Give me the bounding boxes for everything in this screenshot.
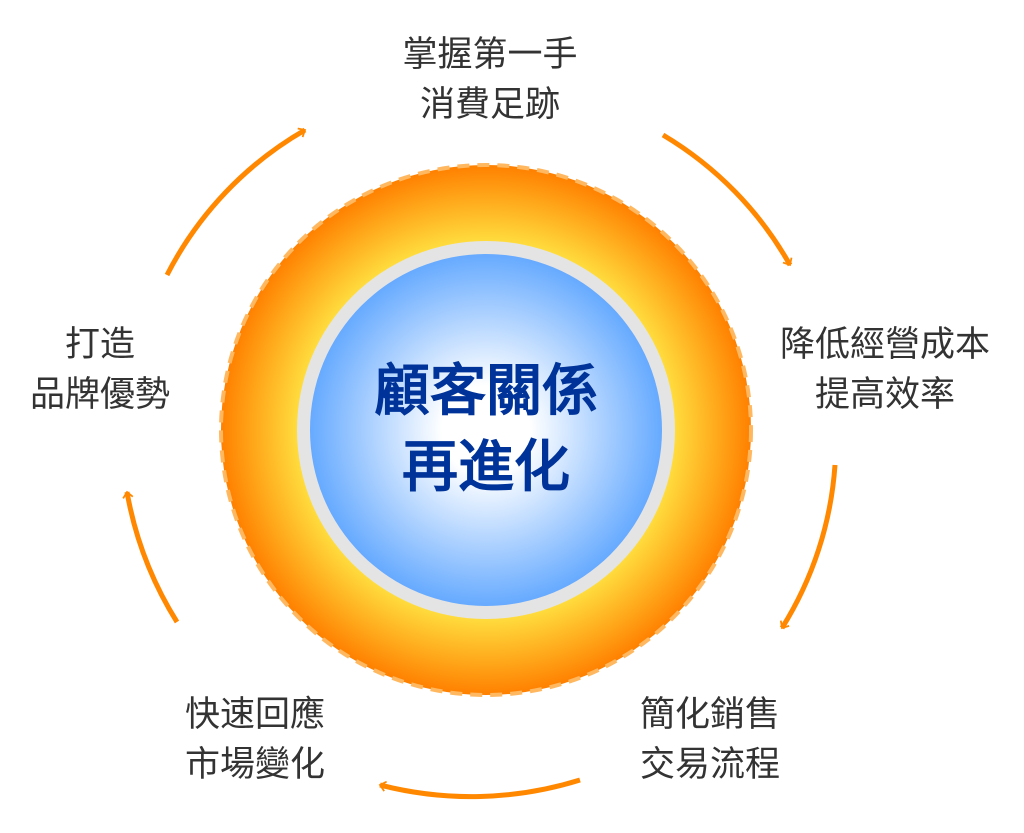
step-label-brand: 打造 品牌優勢 bbox=[30, 320, 170, 420]
step-label-market-response: 快速回應 市場變化 bbox=[185, 690, 325, 790]
arrow-left bbox=[122, 490, 180, 624]
center-title-line1: 顧客關係 bbox=[374, 359, 598, 424]
center-title: 顧客關係 再進化 bbox=[374, 354, 598, 506]
arrow-right bbox=[779, 464, 838, 630]
step-label-line: 消費足跡 bbox=[419, 85, 561, 125]
step-label-line: 交易流程 bbox=[639, 745, 781, 785]
step-label-line: 市場變化 bbox=[184, 745, 326, 785]
step-label-reduce-cost: 降低經營成本 提高效率 bbox=[780, 320, 990, 420]
step-label-line: 快速回應 bbox=[184, 695, 326, 735]
step-label-line: 降低經營成本 bbox=[779, 325, 991, 365]
step-label-simplify-sales: 簡化銷售 交易流程 bbox=[640, 690, 780, 790]
step-label-line: 簡化銷售 bbox=[639, 695, 781, 735]
step-label-line: 掌握第一手 bbox=[402, 35, 578, 75]
step-label-line: 品牌優勢 bbox=[29, 375, 171, 415]
step-label-line: 提高效率 bbox=[814, 375, 956, 415]
step-label-line: 打造 bbox=[64, 325, 136, 365]
step-label-consumer-footprint: 掌握第一手 消費足跡 bbox=[402, 30, 577, 130]
arrow-top-left bbox=[164, 127, 307, 277]
center-title-line2: 再進化 bbox=[402, 435, 570, 500]
arrow-bottom bbox=[378, 777, 581, 800]
arrow-top-right bbox=[661, 132, 793, 267]
inner-blue-circle bbox=[310, 254, 662, 606]
